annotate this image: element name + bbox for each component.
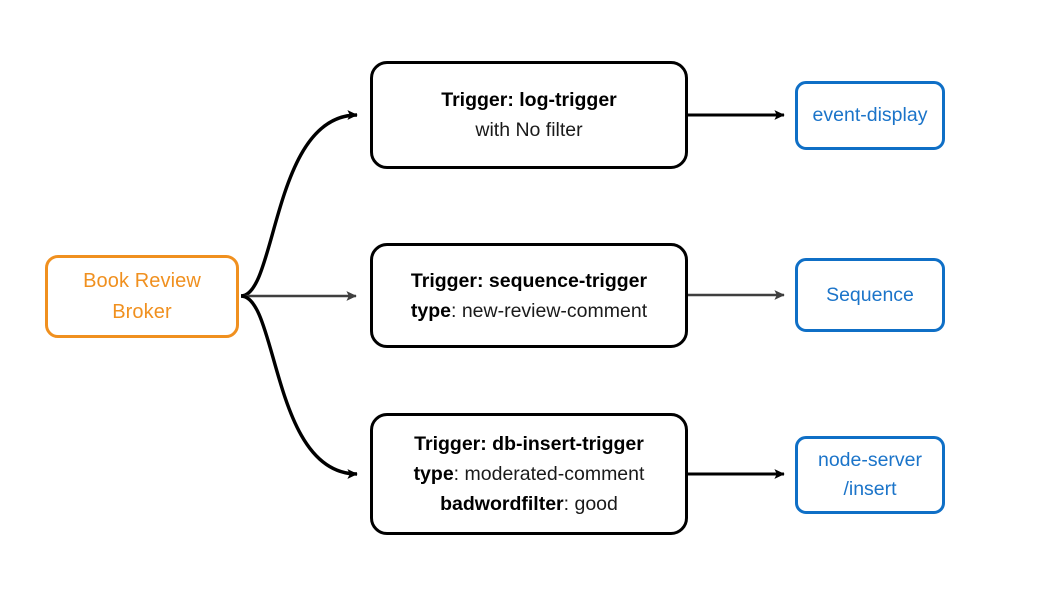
db-insert-trigger-title-text: Trigger: db-insert-trigger — [414, 433, 644, 455]
log-trigger-title-text: Trigger: log-trigger — [441, 89, 617, 111]
node-book-review-broker[interactable]: Book Review Broker — [45, 255, 239, 338]
node-trigger-log-trigger[interactable]: Trigger: log-trigger with No filter — [370, 61, 688, 169]
node-server-label-line2: /insert — [843, 478, 897, 500]
edge-broker-to-db-insert-trigger — [240, 294, 358, 479]
node-trigger-sequence-trigger[interactable]: Trigger: sequence-trigger type: new-revi… — [370, 243, 688, 348]
node-endpoint-node-server-insert[interactable]: node-server /insert — [795, 436, 945, 514]
sequence-trigger-type-row: type: new-review-comment — [411, 296, 647, 326]
broker-label-line2: Broker — [112, 300, 172, 323]
node-trigger-db-insert-trigger[interactable]: Trigger: db-insert-trigger type: moderat… — [370, 413, 688, 535]
db-insert-trigger-type-value: : moderated-comment — [453, 463, 645, 485]
sequence-trigger-title: Trigger: sequence-trigger — [411, 266, 647, 296]
node-endpoint-event-display[interactable]: event-display — [795, 81, 945, 150]
db-insert-trigger-type-row: type: moderated-comment — [414, 459, 645, 489]
db-insert-trigger-title: Trigger: db-insert-trigger — [414, 429, 644, 459]
db-insert-trigger-type-key: type — [413, 463, 454, 485]
broker-label-line1: Book Review — [83, 269, 201, 292]
log-trigger-title: Trigger: log-trigger — [441, 85, 617, 115]
node-endpoint-sequence[interactable]: Sequence — [795, 258, 945, 332]
sequence-label: Sequence — [826, 283, 914, 306]
event-display-label: event-display — [812, 104, 928, 126]
db-insert-trigger-badwordfilter-key: badwordfilter — [440, 493, 564, 515]
sequence-trigger-type-key: type — [410, 299, 451, 322]
node-server-label-line1: node-server — [817, 449, 923, 471]
db-insert-trigger-badwordfilter-value: : good — [563, 493, 618, 515]
log-trigger-filter: with No filter — [475, 119, 583, 141]
sequence-trigger-type-value: : new-review-comment — [450, 299, 648, 322]
db-insert-trigger-badwordfilter-row: badwordfilter: good — [440, 489, 618, 519]
edge-broker-to-log-trigger — [240, 110, 358, 298]
sequence-trigger-title-text: Trigger: sequence-trigger — [410, 269, 648, 292]
